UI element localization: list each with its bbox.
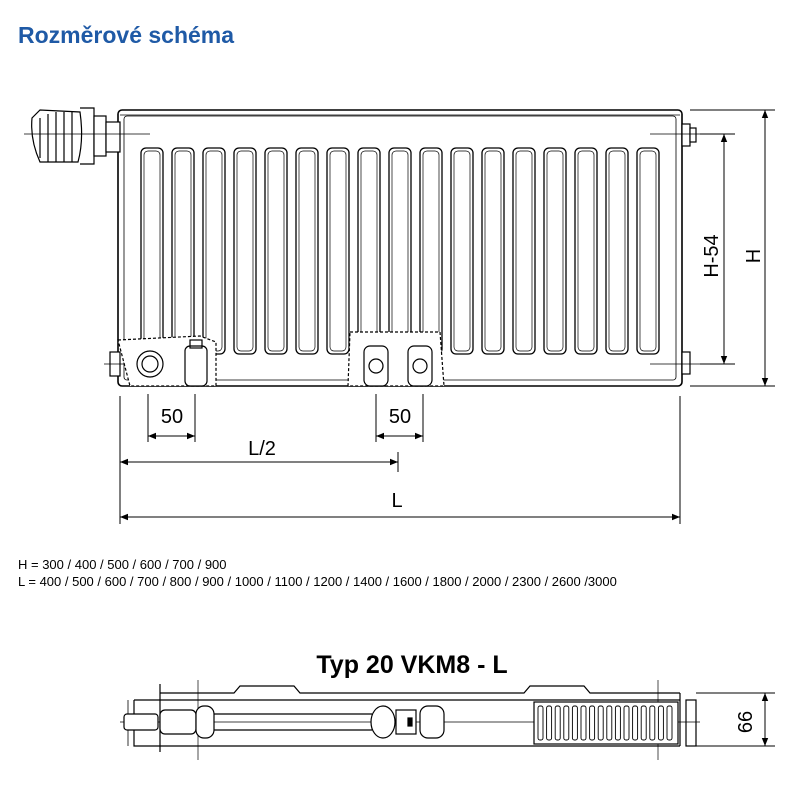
type-title: Typ 20 VKM8 - L <box>316 651 507 679</box>
left-offset-label: 50 <box>161 406 183 428</box>
radiator-fin-inner <box>360 150 378 352</box>
convector-slats <box>537 705 673 741</box>
half-length-label: L/2 <box>248 438 276 460</box>
radiator-fin-inner <box>422 150 440 352</box>
convector-slat <box>649 705 656 741</box>
radiator-fin-inner <box>267 150 285 352</box>
radiator-fin <box>450 147 474 355</box>
depth-label: 66 <box>735 711 757 733</box>
radiator-top-view <box>120 680 700 760</box>
convector-slat <box>632 705 639 741</box>
convector-slat <box>606 705 613 741</box>
radiator-fin-inner <box>639 150 657 352</box>
radiator-fin-inner <box>298 150 316 352</box>
center-connection-fitting-icon <box>347 331 445 387</box>
radiator-front-view <box>24 107 700 387</box>
radiator-fin-inner <box>577 150 595 352</box>
radiator-fin <box>512 147 536 355</box>
radiator-fin <box>636 147 660 355</box>
convector-slat <box>554 705 561 741</box>
radiator-fin-inner <box>143 150 161 352</box>
height-label: H <box>743 249 765 263</box>
length-label: L <box>391 490 402 512</box>
convector-slat <box>666 705 673 741</box>
height-dimension <box>690 109 775 387</box>
radiator-fin-inner <box>608 150 626 352</box>
radiator-fin <box>264 147 288 355</box>
convector-block <box>533 701 679 745</box>
lengths-spec: L = 400 / 500 / 600 / 700 / 800 / 900 / … <box>18 574 617 589</box>
radiator-fin <box>574 147 598 355</box>
radiator-fin <box>543 147 567 355</box>
vent-plug-icon <box>650 123 700 147</box>
radiator-fin-inner <box>484 150 502 352</box>
page-title: Rozměrové schéma <box>18 22 235 48</box>
heights-spec: H = 300 / 400 / 500 / 600 / 700 / 900 <box>18 557 227 572</box>
convector-slat <box>571 705 578 741</box>
radiator-fin-inner <box>391 150 409 352</box>
radiator-fin-inner <box>515 150 533 352</box>
convector-slat <box>657 705 664 741</box>
convector-slat <box>623 705 630 741</box>
convector-slat <box>597 705 604 741</box>
radiator-fin-inner <box>174 150 192 352</box>
convector-slat <box>589 705 596 741</box>
bottom-dimensions <box>119 394 681 524</box>
connection-height-label: H-54 <box>701 234 723 277</box>
radiator-fin-inner <box>205 150 223 352</box>
convector-slat <box>546 705 553 741</box>
convector-slat <box>614 705 621 741</box>
radiator-convector-fins <box>140 147 660 355</box>
convector-slat <box>640 705 647 741</box>
radiator-fin-inner <box>236 150 254 352</box>
convector-slat <box>580 705 587 741</box>
radiator-fin-inner <box>546 150 564 352</box>
radiator-fin <box>233 147 257 355</box>
center-offset-label: 50 <box>389 406 411 428</box>
radiator-fin <box>326 147 350 355</box>
depth-dimension <box>696 692 775 747</box>
convector-slat <box>537 705 544 741</box>
radiator-fin <box>481 147 505 355</box>
thermostatic-valve-icon <box>24 107 150 165</box>
radiator-fin-inner <box>453 150 471 352</box>
radiator-fin-inner <box>329 150 347 352</box>
left-connection-fitting-icon <box>117 335 217 387</box>
convector-slat <box>563 705 570 741</box>
radiator-fin <box>605 147 629 355</box>
radiator-fin <box>295 147 319 355</box>
